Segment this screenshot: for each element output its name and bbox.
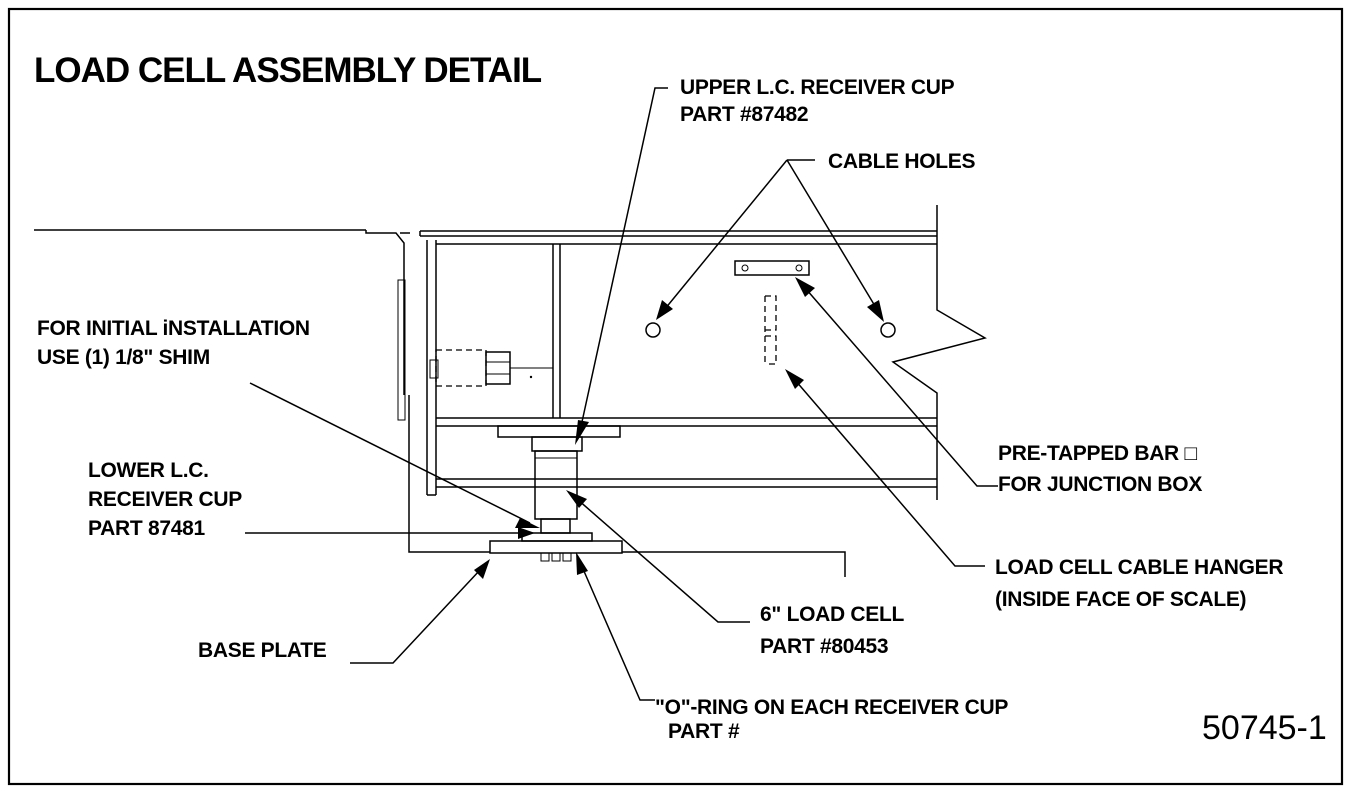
cable-hanger bbox=[764, 295, 777, 365]
oring-label-line2: PART # bbox=[668, 720, 740, 743]
load-cell-assembly bbox=[489, 425, 623, 562]
leader-lines bbox=[245, 87, 998, 701]
cable-hole-right bbox=[880, 322, 896, 338]
callout-labels: UPPER L.C. RECEIVER CUP PART #87482 CABL… bbox=[37, 76, 1327, 747]
diagram-title: LOAD CELL ASSEMBLY DETAIL bbox=[34, 51, 542, 90]
upper-cup-part: PART #87482 bbox=[680, 103, 808, 126]
lower-cup-part: PART 87481 bbox=[88, 517, 205, 540]
cable-hole-left bbox=[645, 322, 661, 338]
hanger-label-line2: (INSIDE FACE OF SCALE) bbox=[995, 588, 1246, 611]
hidden-bolt bbox=[429, 349, 553, 387]
upper-cup-label: UPPER L.C. RECEIVER CUP bbox=[680, 76, 955, 99]
shim-label-line1: FOR INITIAL iNSTALLATION bbox=[37, 317, 310, 340]
hanger-label-line1: LOAD CELL CABLE HANGER bbox=[995, 556, 1283, 579]
pretapped-label-line1: PRE-TAPPED BAR □ bbox=[998, 442, 1197, 465]
oring-label-line1: "O"-RING ON EACH RECEIVER CUP bbox=[655, 696, 1008, 719]
pretapped-label-line2: FOR JUNCTION BOX bbox=[998, 473, 1202, 496]
cable-holes-label: CABLE HOLES bbox=[828, 150, 976, 173]
load-cell-label: 6" LOAD CELL bbox=[760, 603, 904, 626]
scale-frame bbox=[34, 205, 987, 577]
load-cell-part: PART #80453 bbox=[760, 635, 888, 658]
shim-label-line2: USE (1) 1/8" SHIM bbox=[37, 346, 210, 369]
pretapped-bar bbox=[734, 260, 810, 276]
drawing-border bbox=[7, 7, 1344, 786]
drawing-number: 50745-1 bbox=[1202, 709, 1327, 747]
base-plate-label: BASE PLATE bbox=[198, 639, 327, 662]
lower-cup-label-line1: LOWER L.C. bbox=[88, 459, 209, 482]
lower-cup-label-line2: RECEIVER CUP bbox=[88, 488, 242, 511]
